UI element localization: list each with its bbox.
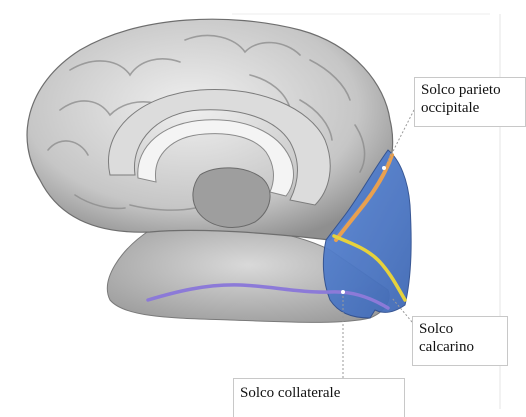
label-solco-collaterale: Solco collaterale [233, 378, 405, 417]
thalamus [193, 168, 270, 228]
label-solco-parieto-occipitale: Solco parieto occipitale [414, 77, 526, 127]
label-solco-calcarino: Solco calcarino [412, 316, 508, 366]
marker-dot-collaterale [341, 290, 345, 294]
marker-dot-parieto [382, 166, 386, 170]
